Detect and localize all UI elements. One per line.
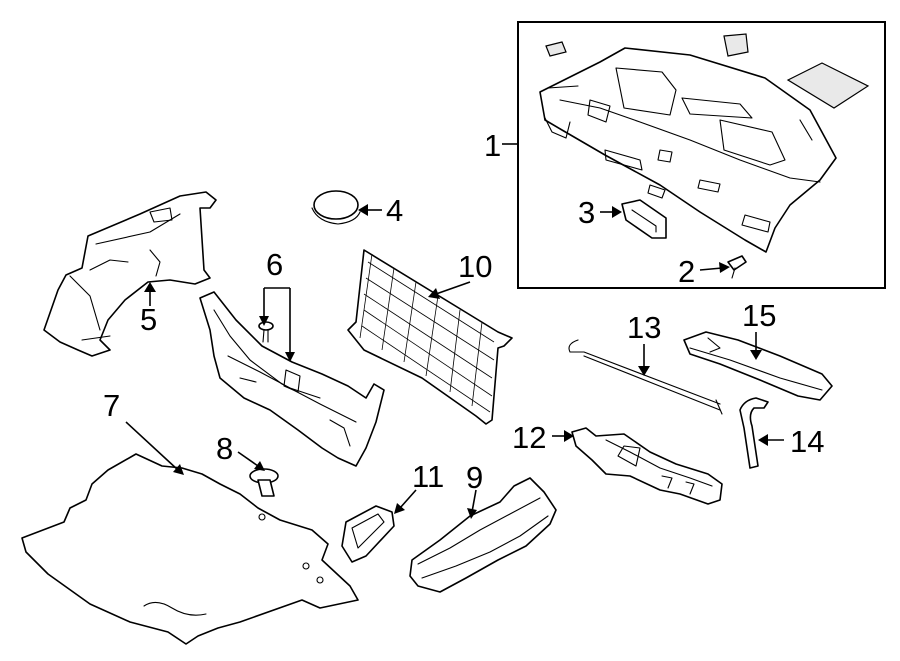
callout-9: 9	[466, 460, 483, 495]
push-pin-part-8	[249, 468, 279, 497]
callout-5: 5	[140, 302, 157, 337]
inset-frame	[517, 21, 886, 289]
leader-lines	[125, 143, 784, 519]
callout-8: 8	[216, 431, 233, 466]
side-trim-part-5	[43, 191, 217, 357]
callout-13: 13	[627, 310, 661, 345]
package-tray	[539, 33, 870, 253]
callout-15: 15	[742, 298, 776, 333]
storage-tray-part-9	[409, 477, 557, 593]
clip-part-3	[621, 199, 667, 239]
screw-part-2	[727, 255, 747, 279]
cargo-net-part-10	[347, 249, 513, 425]
callout-6: 6	[266, 247, 283, 282]
callout-12: 12	[512, 420, 546, 455]
cap-part-4	[311, 190, 361, 225]
callout-2: 2	[678, 254, 695, 289]
callout-14: 14	[790, 424, 824, 459]
jack-handle-part-13	[568, 339, 723, 415]
callout-1: 1	[484, 128, 501, 163]
bracket-part-11	[341, 505, 395, 563]
callout-10: 10	[458, 249, 492, 284]
trim-panel-part-6	[199, 291, 385, 467]
callout-3: 3	[578, 195, 595, 230]
push-pin-part-6	[258, 321, 274, 343]
tool-bag-part-15	[683, 331, 833, 401]
hook-part-14	[739, 397, 769, 469]
callout-4: 4	[386, 193, 403, 228]
jack-part-12	[571, 427, 723, 505]
floor-mat-part-7	[21, 453, 359, 645]
callout-7: 7	[103, 388, 120, 423]
callout-labels: 1 2 3 4 5 6 7 8 9 10 11 12 13 14 15	[103, 128, 824, 495]
callout-11: 11	[412, 459, 444, 494]
